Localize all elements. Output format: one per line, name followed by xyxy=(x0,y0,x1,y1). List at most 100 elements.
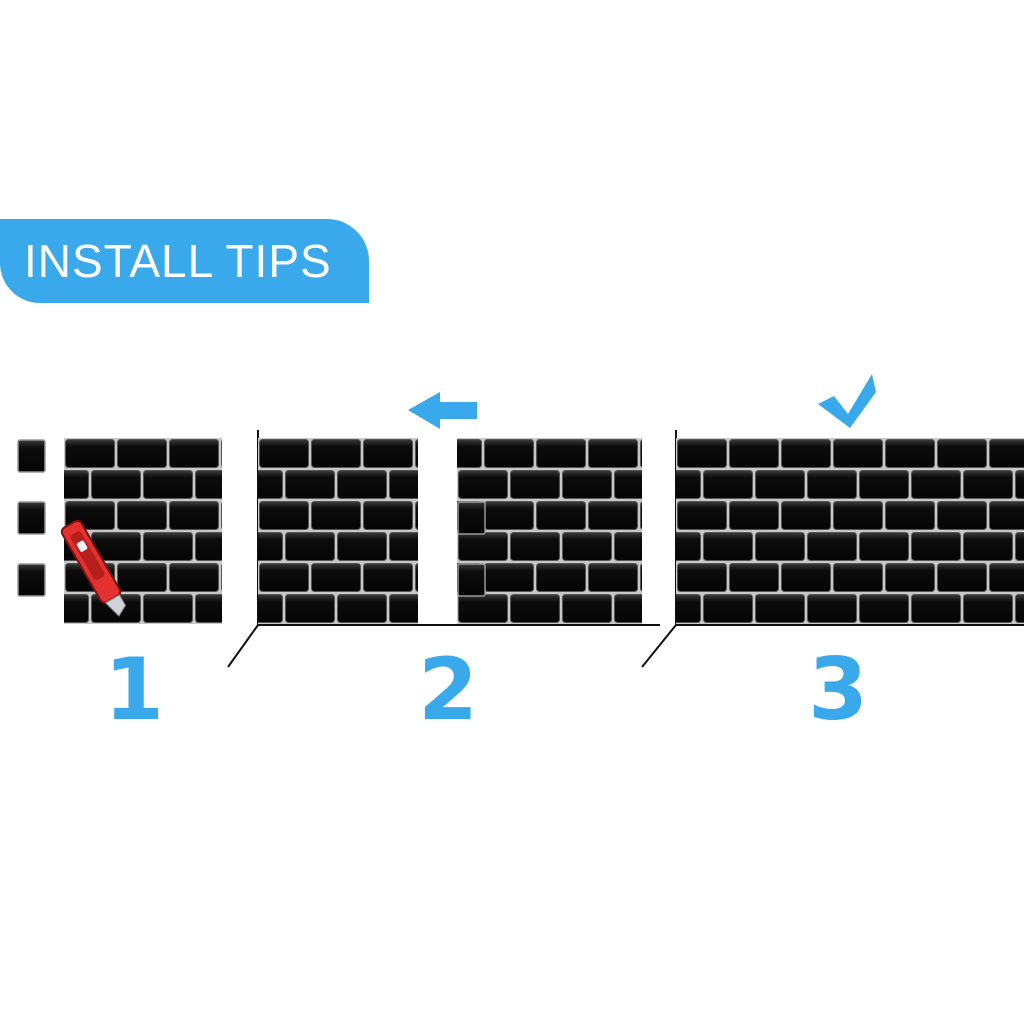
subway-tile xyxy=(484,563,534,592)
subway-tile xyxy=(484,501,534,530)
subway-tile xyxy=(640,439,642,468)
subway-tile xyxy=(703,470,753,499)
subway-tile xyxy=(337,532,387,561)
subway-tile xyxy=(911,594,961,623)
step-number-2: 2 xyxy=(418,640,478,740)
subway-tile xyxy=(859,532,909,561)
subway-tile xyxy=(285,532,335,561)
subway-tile xyxy=(64,470,89,499)
subway-tile xyxy=(536,501,586,530)
subway-tile xyxy=(363,439,413,468)
subway-tile xyxy=(258,594,283,623)
subway-tile xyxy=(536,563,586,592)
cut-tile-piece xyxy=(17,563,46,597)
install-tips-banner: INSTALL TIPS xyxy=(0,219,369,303)
tile-edge-tabs xyxy=(457,501,486,597)
subway-tile xyxy=(614,594,642,623)
subway-tile xyxy=(1015,532,1024,561)
subway-tile xyxy=(195,470,222,499)
subway-tile xyxy=(911,532,961,561)
subway-tile xyxy=(989,563,1024,592)
subway-tile xyxy=(0,471,37,499)
grout-background xyxy=(457,438,642,624)
subway-tile xyxy=(169,439,219,468)
subway-tile xyxy=(755,532,805,561)
subway-tile xyxy=(677,439,727,468)
subway-tile xyxy=(143,594,193,623)
step-number-1: 1 xyxy=(104,640,164,740)
edge-tab xyxy=(457,563,486,597)
subway-tile xyxy=(389,594,418,623)
subway-tile xyxy=(458,470,508,499)
subway-tile xyxy=(169,563,219,592)
subway-tile xyxy=(363,501,413,530)
grout-background xyxy=(258,438,418,624)
subway-tile xyxy=(221,440,222,467)
subway-tile xyxy=(258,532,283,561)
subway-tile xyxy=(0,533,37,561)
step-number-3: 3 xyxy=(808,640,868,740)
subway-tile xyxy=(676,532,701,561)
subway-tile xyxy=(0,595,37,623)
subway-tile xyxy=(703,594,753,623)
subway-tile xyxy=(781,501,831,530)
subway-tile xyxy=(1015,594,1024,623)
subway-tile xyxy=(65,439,115,468)
subway-tile xyxy=(703,532,753,561)
subway-tile xyxy=(677,563,727,592)
subway-tile xyxy=(937,439,987,468)
subway-tile xyxy=(989,501,1024,530)
subway-tile xyxy=(143,470,193,499)
subway-tile xyxy=(311,439,361,468)
grout-background xyxy=(676,438,1024,624)
subway-tile xyxy=(729,563,779,592)
subway-tile xyxy=(117,501,167,530)
edge-tab xyxy=(457,501,486,535)
subway-tile xyxy=(311,563,361,592)
utility-knife-icon xyxy=(60,519,127,617)
subway-tile xyxy=(755,470,805,499)
subway-tile xyxy=(285,594,335,623)
subway-tile xyxy=(221,564,222,591)
subway-tile xyxy=(259,439,309,468)
subway-tile xyxy=(859,594,909,623)
subway-tile xyxy=(457,439,482,468)
arrow-left-icon xyxy=(408,392,477,429)
subway-tile xyxy=(833,439,883,468)
cut-tile-piece xyxy=(17,501,46,535)
subway-tile xyxy=(807,532,857,561)
subway-tile xyxy=(510,532,560,561)
subway-tile xyxy=(389,532,418,561)
subway-tile xyxy=(311,501,361,530)
subway-tile xyxy=(64,594,89,623)
subway-tile xyxy=(258,470,283,499)
subway-tile xyxy=(536,439,586,468)
subway-tile xyxy=(415,501,418,530)
subway-tile xyxy=(169,501,219,530)
subway-tile xyxy=(885,501,935,530)
subway-tile xyxy=(458,594,508,623)
subway-tile xyxy=(676,594,701,623)
banner-title: INSTALL TIPS xyxy=(24,235,332,287)
cut-tile-piece xyxy=(17,439,46,473)
tile-panel-step-2-right xyxy=(457,438,642,624)
checkmark-icon xyxy=(818,374,876,428)
subway-tile xyxy=(807,594,857,623)
subway-tile xyxy=(614,532,642,561)
subway-tile xyxy=(415,563,418,592)
subway-tile xyxy=(389,470,418,499)
subway-tile xyxy=(458,532,508,561)
subway-tile xyxy=(143,532,193,561)
subway-tile xyxy=(91,470,141,499)
subway-tile xyxy=(781,563,831,592)
subway-tile xyxy=(195,532,222,561)
cut-tile-pieces xyxy=(17,439,46,597)
subway-tile xyxy=(588,439,638,468)
tile-panel-step-2-left xyxy=(258,438,418,624)
subway-tile xyxy=(963,532,1013,561)
grout-background xyxy=(64,438,222,624)
subway-tile xyxy=(484,439,534,468)
subway-tile xyxy=(510,470,560,499)
subway-tile xyxy=(937,501,987,530)
